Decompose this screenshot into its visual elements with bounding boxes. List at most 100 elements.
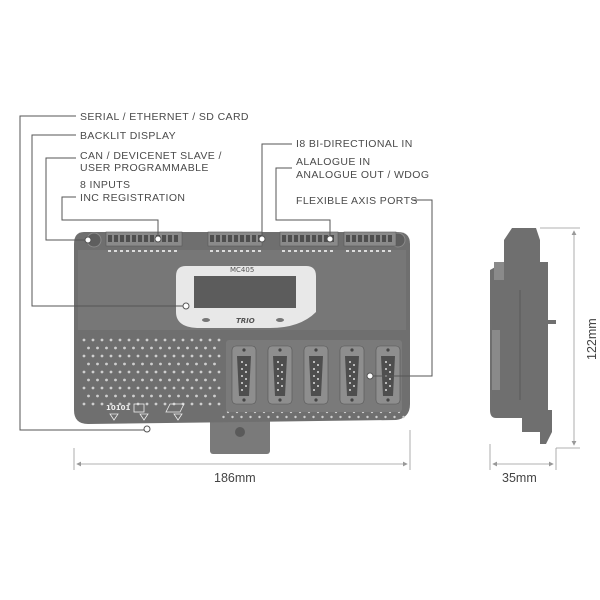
terminal-marking — [324, 250, 327, 252]
vent-hole — [96, 394, 99, 398]
terminal-marking — [210, 250, 213, 252]
axis-port-pin — [385, 382, 387, 384]
vent-hole — [258, 415, 261, 419]
label-inputs-line1: 8 INPUTS — [80, 179, 130, 191]
vent-hole — [213, 346, 216, 350]
vent-hole — [105, 378, 108, 382]
vent-hole — [172, 338, 176, 342]
vent-hole — [199, 402, 203, 406]
status-led — [202, 318, 210, 322]
terminal-marking — [156, 250, 159, 252]
terminal-pin — [168, 235, 172, 242]
terminal-marking — [120, 250, 123, 252]
label-flexible-axis-ports: FLEXIBLE AXIS PORTS — [296, 195, 418, 207]
axis-port-pin — [385, 361, 387, 363]
vent-hole — [276, 415, 279, 419]
vent-hole — [213, 362, 216, 366]
terminal-pin — [120, 235, 124, 242]
terminal-pin — [358, 235, 362, 242]
terminal-marking — [364, 250, 367, 252]
vent-hole — [163, 386, 167, 390]
axis-port-pin — [241, 375, 243, 377]
vent-hole — [240, 415, 243, 419]
vent-hole — [217, 354, 221, 358]
vent-hole — [199, 370, 203, 374]
sd-card-icon — [165, 403, 185, 413]
axis-port-pin — [349, 361, 351, 363]
terminal-pin — [282, 235, 286, 242]
terminal-marking — [162, 250, 165, 252]
vent-hole — [145, 338, 149, 342]
vent-hole — [109, 402, 113, 406]
vent-hole — [114, 394, 117, 398]
terminal-pin — [300, 235, 304, 242]
vent-hole — [208, 338, 212, 342]
vent-hole — [132, 346, 135, 350]
vent-hole — [195, 346, 198, 350]
label-analogue-line2: ANALOGUE OUT / WDOG — [296, 169, 429, 181]
vent-hole — [186, 346, 189, 350]
vent-hole — [141, 378, 144, 382]
terminal-marking — [174, 250, 177, 252]
leader-can — [45, 157, 86, 241]
vent-hole — [168, 362, 171, 366]
ventilation-holes — [82, 338, 405, 419]
vent-hole — [150, 394, 153, 398]
terminal-pin — [132, 235, 136, 242]
model-label: MC405 — [230, 266, 254, 274]
leader-dot — [182, 302, 190, 310]
vent-hole — [163, 370, 167, 374]
terminal-connectors — [105, 231, 397, 252]
vent-hole — [109, 370, 113, 374]
axis-port-screw-icon — [278, 398, 282, 402]
axis-port-pin — [353, 364, 355, 366]
axis-port-pin — [245, 371, 247, 373]
axis-port-pin — [317, 378, 319, 380]
vent-hole — [294, 415, 297, 419]
vent-hole — [163, 338, 167, 342]
label-bidirectional: I8 BI-DIRECTIONAL IN — [296, 138, 413, 150]
vent-hole — [177, 378, 180, 382]
vent-hole — [127, 386, 131, 390]
serial-port-icon — [109, 413, 119, 421]
terminal-pin — [306, 235, 310, 242]
terminal-marking — [222, 250, 225, 252]
terminal-pin — [388, 235, 392, 242]
vent-hole — [177, 346, 180, 350]
terminal-marking — [300, 250, 303, 252]
vent-hole — [105, 362, 108, 366]
vent-hole — [339, 415, 342, 419]
terminal-marking — [258, 250, 261, 252]
vent-hole — [177, 362, 180, 366]
vent-hole — [213, 394, 216, 398]
leader-dot — [143, 425, 151, 433]
axis-port-pin — [389, 385, 391, 387]
axis-port-pin — [317, 371, 319, 373]
vent-hole — [136, 386, 140, 390]
vent-hole — [123, 394, 126, 398]
vent-hole — [321, 415, 324, 419]
axis-port-pin — [241, 382, 243, 384]
axis-port-pin — [277, 361, 279, 363]
vent-hole — [208, 354, 212, 358]
vent-hole — [204, 362, 207, 366]
vent-hole — [181, 354, 185, 358]
vent-hole — [136, 354, 140, 358]
axis-port-pin — [281, 364, 283, 366]
vent-hole — [87, 362, 90, 366]
vent-hole — [91, 338, 95, 342]
vent-hole — [402, 415, 405, 419]
terminal-marking — [346, 250, 349, 252]
terminal-pin — [364, 235, 368, 242]
axis-port-pin — [313, 375, 315, 377]
vent-hole — [87, 394, 90, 398]
terminal-marking — [168, 250, 171, 252]
vent-hole — [330, 415, 333, 419]
vent-hole — [181, 338, 185, 342]
callout-labels: SERIAL / ETHERNET / SD CARD BACKLIT DISP… — [80, 111, 429, 207]
vent-hole — [123, 346, 126, 350]
vent-hole — [267, 415, 270, 419]
vent-hole — [348, 415, 351, 419]
axis-port-socket — [273, 356, 287, 396]
axis-port-pin — [317, 385, 319, 387]
